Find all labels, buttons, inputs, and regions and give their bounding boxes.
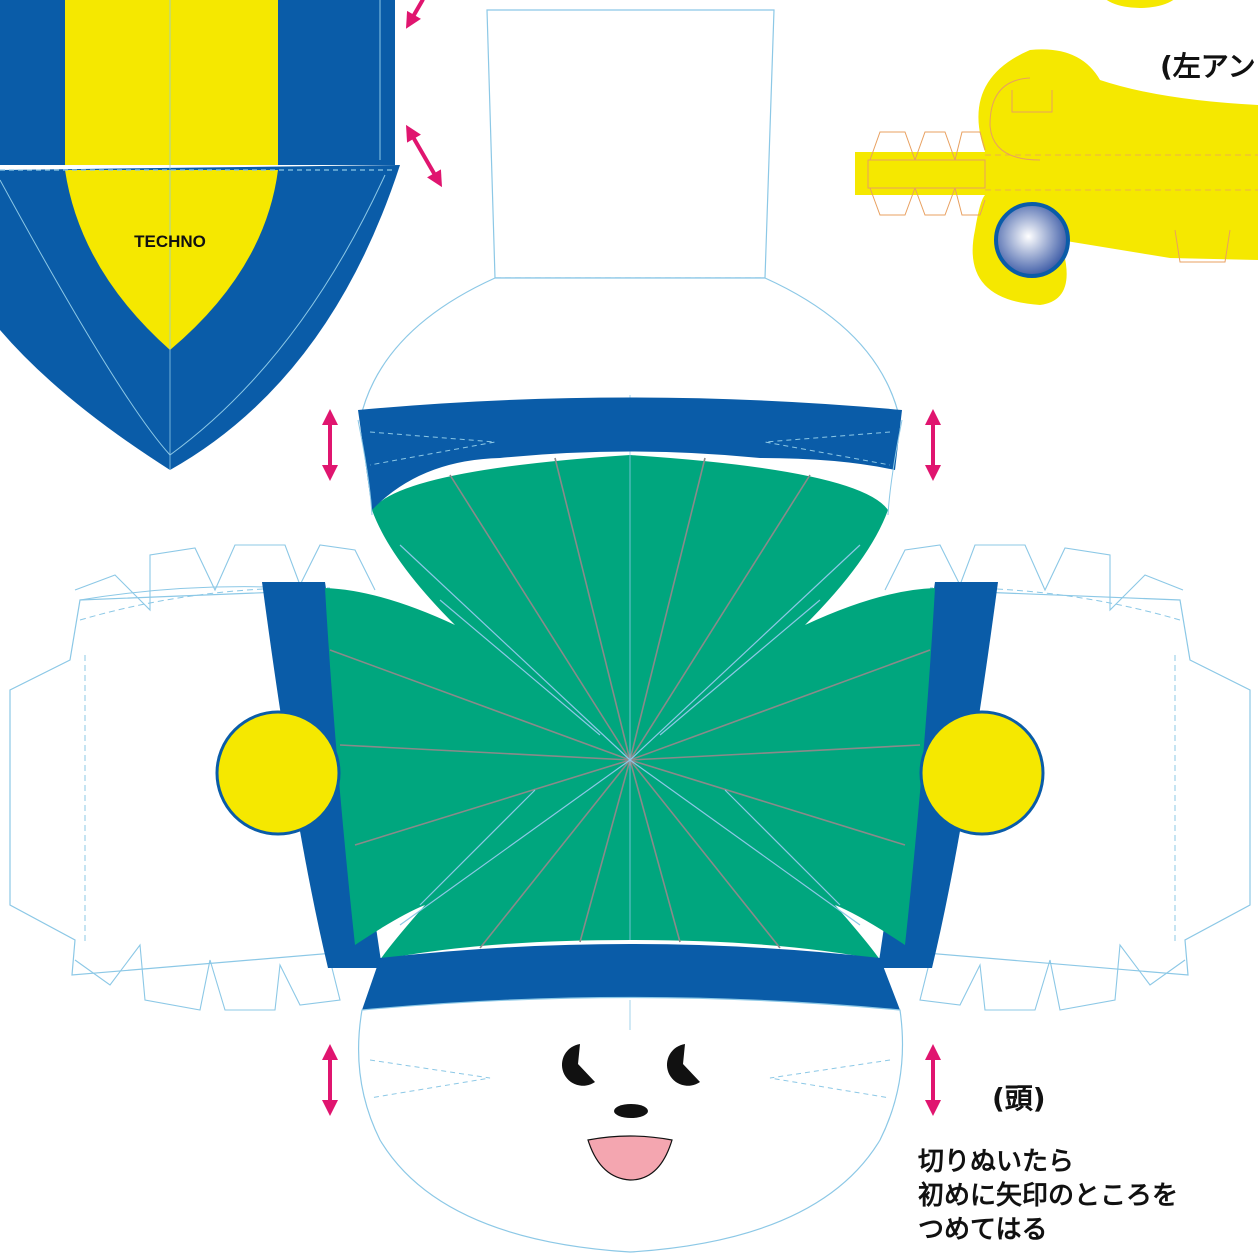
head-label: (頭) [992,1082,1046,1115]
right-ear [919,710,1045,836]
head-piece [9,9,1251,1253]
left-antenna-label: (左アン [1160,50,1256,83]
instruction-line-1: 切りぬいたら [918,1147,1074,1177]
eye-icon [561,1044,595,1086]
double-arrow-icon [320,407,340,483]
sphere-icon [994,202,1070,278]
double-arrow-icon [923,1042,943,1118]
instruction-line-2: 初めに矢印のところを [918,1180,1178,1211]
eye-icon [666,1044,700,1086]
double-arrow-icon [397,118,451,194]
instruction-line-3: つめてはる [918,1215,1047,1245]
techno-label: TECHNO [134,232,206,251]
double-arrow-icon [923,407,943,483]
mouth-icon [587,1135,673,1181]
double-arrow-icon [320,1042,340,1118]
nose-icon [614,1104,648,1118]
double-arrow-icon [406,0,425,29]
body-piece: TECHNO [0,0,400,470]
left-ear [215,710,341,836]
antenna-piece [855,0,1258,305]
